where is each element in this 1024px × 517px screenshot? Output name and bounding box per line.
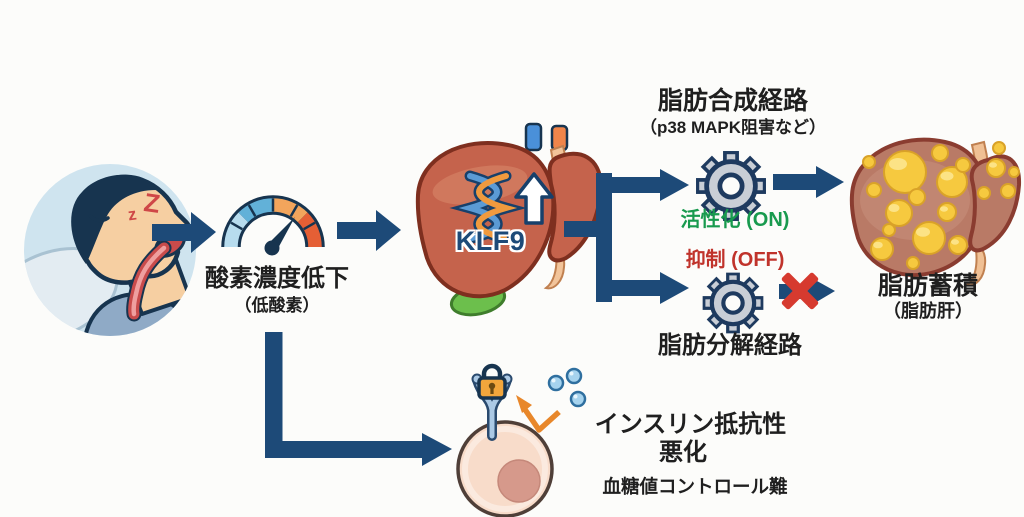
glucose-control-sublabel: 血糖値コントロール難 bbox=[602, 476, 788, 497]
sleeping-person-illustration bbox=[24, 164, 196, 336]
fat-accumulation-sublabel: （脂肪肝） bbox=[883, 301, 973, 321]
down-arrow-to-cell bbox=[265, 332, 452, 466]
x-icon bbox=[781, 272, 819, 310]
activation-on-label: 活性化 (ON) bbox=[680, 209, 790, 231]
arrow-person-to-gauge bbox=[152, 212, 216, 253]
synthesis-pathway-sublabel: （p38 MAPK阻害など） bbox=[639, 118, 827, 137]
blocked-arrow bbox=[779, 272, 835, 310]
deflect-arrow-icon bbox=[516, 395, 561, 433]
cell-nucleus bbox=[497, 459, 541, 503]
insulin-dots-icon bbox=[547, 367, 587, 408]
lipolysis-pathway-label: 脂肪分解経路 bbox=[658, 332, 802, 359]
gear-icon-lipolysis bbox=[703, 273, 764, 334]
insulin-resistance-label: インスリン抵抗性 bbox=[594, 411, 787, 438]
insulin-resistance-label-2: 悪化 bbox=[659, 439, 707, 466]
dna-icon bbox=[449, 170, 527, 244]
branch-arrow-bottom bbox=[660, 272, 689, 304]
branch-arrows bbox=[564, 169, 689, 304]
lock-icon bbox=[477, 363, 507, 400]
closed-eye bbox=[88, 214, 110, 223]
hair bbox=[71, 174, 156, 264]
oxygen-gauge-icon bbox=[221, 195, 325, 256]
fat-accumulation-label: 脂肪蓄積 bbox=[877, 272, 978, 300]
liver-illustration bbox=[415, 122, 604, 317]
fatty-liver-illustration bbox=[849, 137, 1022, 287]
suppression-off-label: 抑制 (OFF) bbox=[685, 249, 785, 271]
hypoxia-label: 酸素濃度低下 bbox=[205, 265, 349, 292]
cell-illustration bbox=[456, 363, 587, 517]
synthesis-pathway-label: 脂肪合成経路 bbox=[657, 87, 808, 115]
up-arrow-icon bbox=[514, 172, 554, 225]
klf9-gene-label: KLF9 bbox=[455, 226, 526, 256]
branch-arrow-top bbox=[660, 169, 689, 201]
arrow-gear-to-fatty-liver bbox=[773, 166, 844, 198]
hypoxia-sublabel: （低酸素） bbox=[234, 296, 320, 315]
arrow-gauge-to-liver bbox=[337, 210, 401, 251]
blood-vessel-blue bbox=[524, 122, 543, 152]
